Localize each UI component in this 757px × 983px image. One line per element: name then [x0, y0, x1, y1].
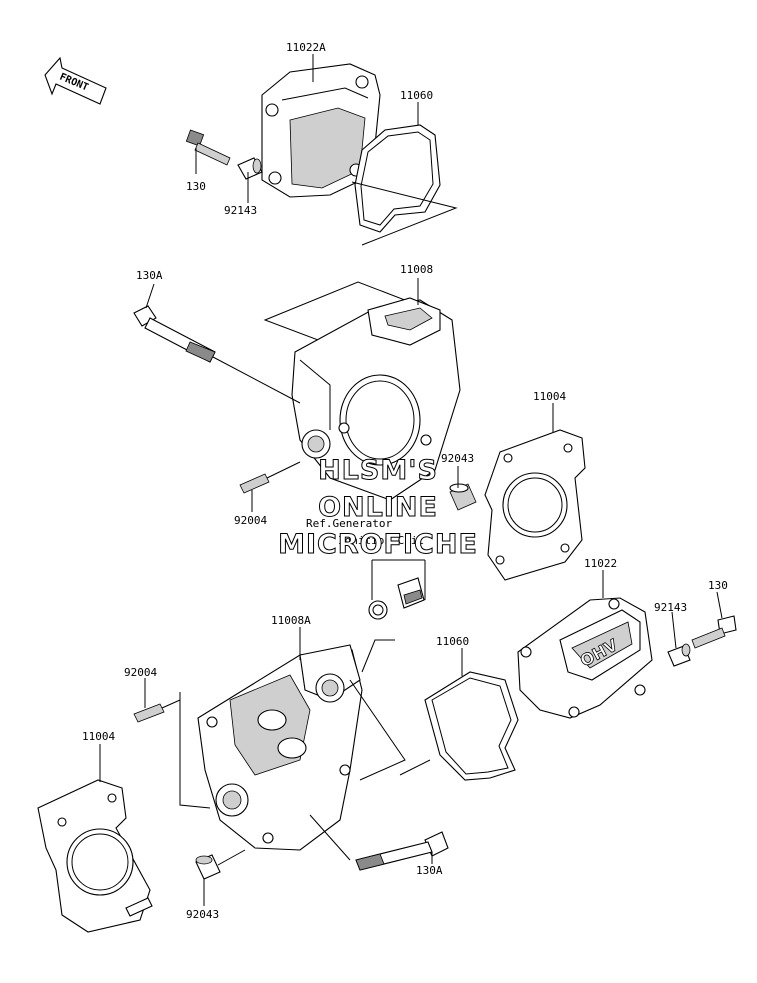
watermark-line-2: ONLINE — [318, 492, 438, 523]
label-11060-bottom: 11060 — [436, 635, 469, 648]
stud-92004-top — [239, 461, 301, 494]
watermark: HLSM'S ONLINE MICROFICHE — [278, 455, 478, 561]
label-ref-generator: Ref.Generator — [306, 517, 392, 530]
label-11060-top: 11060 — [400, 89, 433, 102]
cover-gasket-top — [354, 124, 441, 233]
label-11004-left: 11004 — [82, 730, 115, 743]
cylinder-head-cover-rear: OHV — [517, 597, 653, 719]
watermark-line-3: MICROFICHE — [278, 529, 478, 560]
head-gasket-left — [37, 779, 153, 933]
label-92004-top: 92004 — [234, 514, 267, 527]
label-11022A: 11022A — [286, 41, 326, 54]
dowel-92143-top — [237, 157, 263, 180]
bolt-130-top — [185, 129, 231, 166]
head-gasket-right — [484, 429, 586, 581]
label-ignition-coil: Ignition Coil — [338, 534, 424, 547]
cover-gasket-bottom — [424, 671, 519, 781]
label-11022: 11022 — [584, 557, 617, 570]
leader-lines — [99, 54, 723, 906]
label-92143-top: 92143 — [224, 204, 257, 217]
label-130A-bottom: 130A — [416, 864, 443, 877]
label-130-right: 130 — [708, 579, 728, 592]
label-11008: 11008 — [400, 263, 433, 276]
cylinder-head-cover-top — [261, 63, 381, 198]
cylinder-head — [263, 281, 461, 501]
stud-92004-bottom — [133, 699, 181, 723]
dowel-92043-bottom — [195, 849, 246, 880]
label-130A-top: 130A — [136, 269, 163, 282]
label-130-top: 130 — [186, 180, 206, 193]
cylinder-head-rear — [197, 639, 395, 851]
bolt-130-right — [691, 615, 737, 649]
label-92043-bottom: 92043 — [186, 908, 219, 921]
label-92143-right: 92143 — [654, 601, 687, 614]
bolt-130A-bottom — [309, 814, 449, 871]
bolt-130A-top — [133, 305, 301, 404]
front-arrow-icon: FRONT — [44, 56, 107, 105]
label-92004-bottom: 92004 — [124, 666, 157, 679]
label-11004-right: 11004 — [533, 390, 566, 403]
label-11008A: 11008A — [271, 614, 311, 627]
label-92043-top: 92043 — [441, 452, 474, 465]
watermark-line-1: HLSM'S — [318, 455, 438, 486]
dowel-92043-top — [449, 483, 477, 511]
ignition-coil-reference — [368, 559, 426, 620]
dowel-92143-right — [667, 643, 691, 667]
